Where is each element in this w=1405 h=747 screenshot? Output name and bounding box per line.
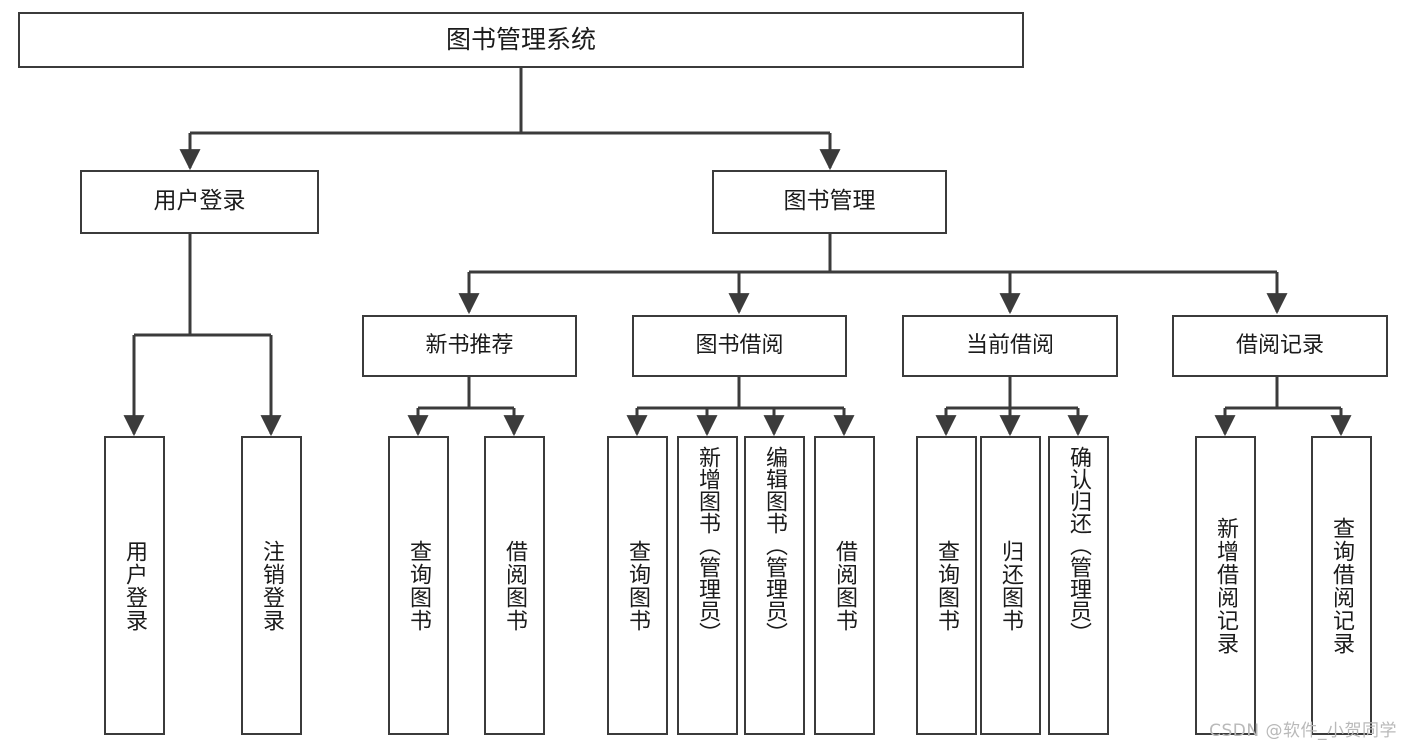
leaf-bb-edit-label: 编辑图书（管理员）: [762, 446, 788, 644]
leaf-cb-return[interactable]: 归还图书: [980, 436, 1041, 735]
leaf-br-query[interactable]: 查询借阅记录: [1311, 436, 1372, 735]
node-root[interactable]: 图书管理系统: [18, 12, 1024, 68]
leaf-br-add-label: 新增借阅记录: [1213, 516, 1239, 655]
leaf-cb-query[interactable]: 查询图书: [916, 436, 977, 735]
leaf-br-query-label: 查询借阅记录: [1329, 516, 1355, 655]
leaf-bb-borrow[interactable]: 借阅图书: [814, 436, 875, 735]
node-book-manage-label: 图书管理: [783, 188, 876, 215]
node-new-book-rec[interactable]: 新书推荐: [362, 315, 577, 377]
node-current-borrow-label: 当前借阅: [965, 333, 1054, 359]
leaf-bb-query[interactable]: 查询图书: [607, 436, 668, 735]
leaf-rec-borrow[interactable]: 借阅图书: [484, 436, 545, 735]
node-new-book-rec-label: 新书推荐: [425, 333, 514, 359]
node-user-login-label: 用户登录: [153, 188, 246, 215]
leaf-rec-query[interactable]: 查询图书: [388, 436, 449, 735]
node-book-manage[interactable]: 图书管理: [712, 170, 947, 234]
node-borrow-record-label: 借阅记录: [1235, 333, 1324, 359]
leaf-br-add[interactable]: 新增借阅记录: [1195, 436, 1256, 735]
leaf-bb-borrow-label: 借阅图书: [832, 539, 858, 632]
node-book-borrow-label: 图书借阅: [695, 333, 784, 359]
node-book-borrow[interactable]: 图书借阅: [632, 315, 847, 377]
leaf-bb-add[interactable]: 新增图书（管理员）: [677, 436, 738, 735]
leaf-cb-confirm[interactable]: 确认归还（管理员）: [1048, 436, 1109, 735]
leaf-cb-return-label: 归还图书: [998, 539, 1024, 632]
leaf-bb-query-label: 查询图书: [625, 539, 651, 632]
leaf-cb-query-label: 查询图书: [934, 539, 960, 632]
leaf-user-login[interactable]: 用户登录: [104, 436, 165, 735]
node-borrow-record[interactable]: 借阅记录: [1172, 315, 1388, 377]
csdn-watermark: CSDN @软件_小贺同学: [1209, 721, 1397, 741]
node-user-login[interactable]: 用户登录: [80, 170, 319, 234]
leaf-cb-confirm-label: 确认归还（管理员）: [1066, 446, 1092, 644]
node-current-borrow[interactable]: 当前借阅: [902, 315, 1118, 377]
leaf-user-logout-label: 注销登录: [259, 539, 285, 632]
leaf-rec-borrow-label: 借阅图书: [502, 539, 528, 632]
leaf-user-login-label: 用户登录: [122, 539, 148, 632]
leaf-rec-query-label: 查询图书: [406, 539, 432, 632]
leaf-bb-edit[interactable]: 编辑图书（管理员）: [744, 436, 805, 735]
leaf-bb-add-label: 新增图书（管理员）: [695, 446, 721, 644]
leaf-user-logout[interactable]: 注销登录: [241, 436, 302, 735]
node-root-label: 图书管理系统: [445, 25, 596, 55]
